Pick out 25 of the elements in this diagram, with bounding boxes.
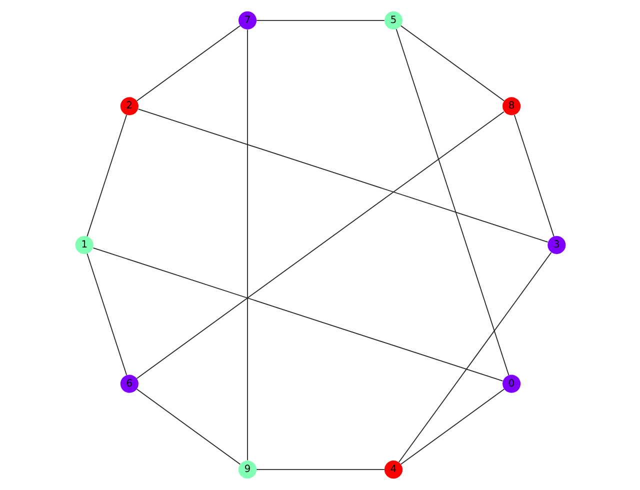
connector [136, 111, 504, 379]
connector [136, 388, 240, 465]
connector [136, 25, 240, 102]
node-circle: 9 [238, 460, 256, 479]
connector [395, 28, 509, 376]
connector [513, 114, 554, 237]
node-circle: 1 [74, 236, 93, 254]
connector [256, 469, 384, 470]
connector [400, 25, 504, 102]
connector [92, 247, 503, 382]
node-circle: 0 [502, 374, 520, 393]
node-circle: 4 [384, 460, 402, 479]
connector [86, 114, 127, 237]
node-circle: 8 [502, 97, 520, 116]
connector [86, 253, 127, 376]
connector [137, 108, 548, 243]
node-circle: 2 [120, 97, 138, 116]
connector [246, 29, 248, 461]
connector [256, 20, 384, 21]
connector [400, 388, 504, 465]
node-circle: 3 [547, 236, 566, 254]
connector [398, 252, 552, 463]
node-circle: 6 [120, 374, 138, 393]
node-circle: 7 [238, 11, 256, 30]
node-circle: 5 [384, 11, 402, 30]
